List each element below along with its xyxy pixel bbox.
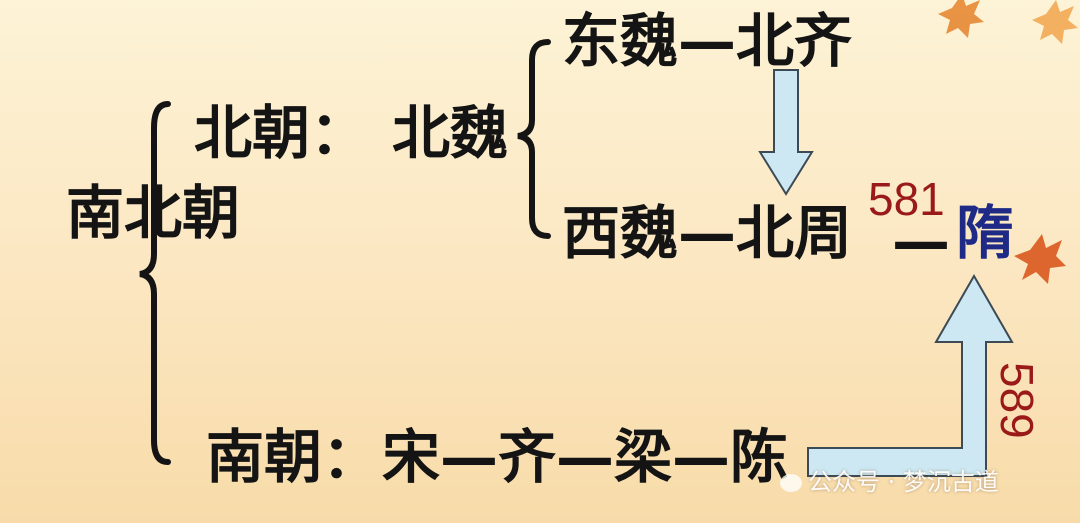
watermark: 公众号 · 梦沉古道	[780, 470, 999, 494]
maple-leaf-icon	[1014, 234, 1066, 284]
year-581: 581	[868, 173, 945, 225]
year-589: 589	[991, 362, 1043, 439]
sui-dynasty: 隋	[956, 199, 1015, 267]
southern-northern-dynasties-label: 南北朝	[66, 179, 241, 247]
maple-leaf-icon	[1032, 0, 1078, 44]
wechat-icon	[780, 474, 802, 492]
northern-wei-brace	[517, 39, 551, 239]
main-brace	[139, 101, 171, 465]
southern-dynasties-label: 南朝：	[206, 423, 381, 491]
song-qi-liang-chen: 宋—齐—梁—陈	[382, 423, 789, 491]
northern-wei-label: 北魏	[392, 99, 509, 167]
watermark-text: 公众号 · 梦沉古道	[808, 468, 999, 496]
eastern-wei-northern-qi: 东魏—北齐	[562, 7, 853, 75]
western-wei-northern-zhou: 西魏—北周	[562, 199, 853, 267]
maple-leaf-icon	[938, 0, 984, 38]
sui-dash: —	[892, 207, 950, 275]
down-arrow	[758, 69, 814, 196]
chen-to-sui-arrow	[807, 273, 1014, 477]
northern-dynasties-label: 北朝：	[194, 99, 369, 167]
